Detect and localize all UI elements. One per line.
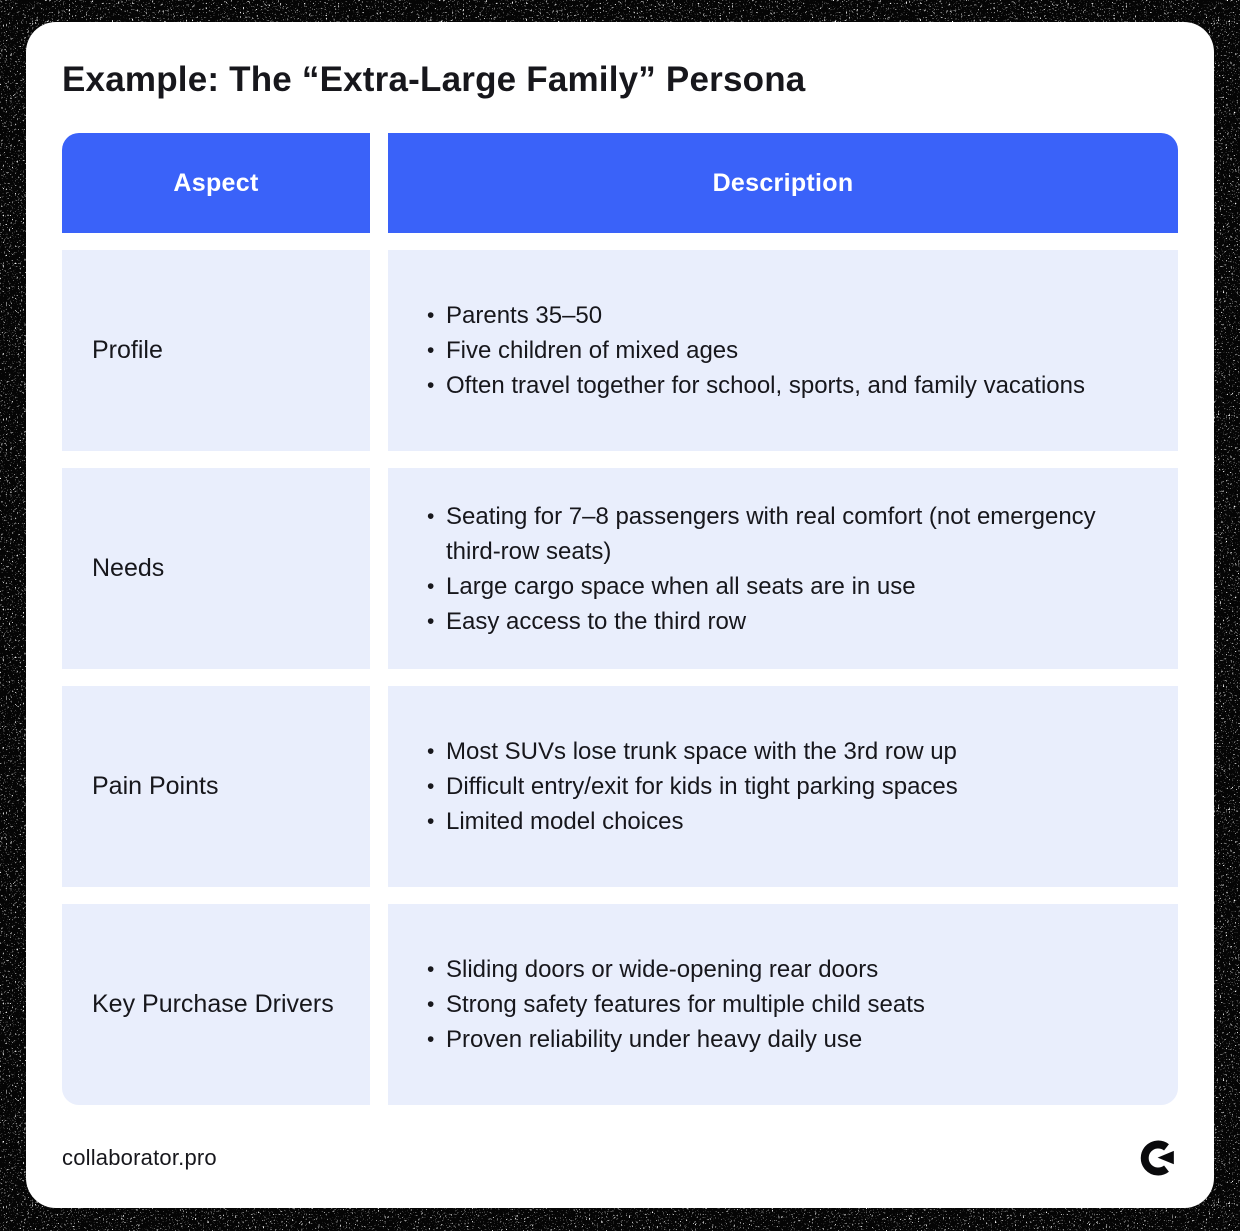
bullet-item: Large cargo space when all seats are in … [426, 569, 1150, 604]
column-header-aspect: Aspect [62, 133, 370, 233]
bullet-item: Limited model choices [426, 804, 1150, 839]
footer: collaborator.pro [62, 1138, 1178, 1178]
bullet-item: Most SUVs lose trunk space with the 3rd … [426, 734, 1150, 769]
aspect-cell-needs: Needs [62, 468, 370, 669]
bullet-item: Difficult entry/exit for kids in tight p… [426, 769, 1150, 804]
description-cell-pain-points: Most SUVs lose trunk space with the 3rd … [388, 686, 1178, 887]
bullet-list: Most SUVs lose trunk space with the 3rd … [426, 734, 1150, 839]
bullet-item: Sliding doors or wide-opening rear doors [426, 952, 1150, 987]
description-cell-key-purchase-drivers: Sliding doors or wide-opening rear doors… [388, 904, 1178, 1105]
aspect-cell-pain-points: Pain Points [62, 686, 370, 887]
bullet-item: Seating for 7–8 passengers with real com… [426, 499, 1150, 569]
card: Example: The “Extra-Large Family” Person… [26, 22, 1214, 1208]
bullet-list: Sliding doors or wide-opening rear doors… [426, 952, 1150, 1057]
bullet-item: Five children of mixed ages [426, 333, 1150, 368]
persona-table: Aspect Description Profile Parents 35–50… [62, 133, 1178, 1105]
bullet-item: Proven reliability under heavy daily use [426, 1022, 1150, 1057]
aspect-cell-profile: Profile [62, 250, 370, 451]
aspect-cell-key-purchase-drivers: Key Purchase Drivers [62, 904, 370, 1105]
collaborator-logo-icon [1140, 1140, 1174, 1176]
bullet-list: Seating for 7–8 passengers with real com… [426, 499, 1150, 639]
bullet-item: Strong safety features for multiple chil… [426, 987, 1150, 1022]
page-title: Example: The “Extra-Large Family” Person… [62, 60, 806, 99]
bullet-list: Parents 35–50 Five children of mixed age… [426, 298, 1150, 403]
bullet-item: Easy access to the third row [426, 604, 1150, 639]
description-cell-needs: Seating for 7–8 passengers with real com… [388, 468, 1178, 669]
bullet-item: Often travel together for school, sports… [426, 368, 1150, 403]
column-header-description: Description [388, 133, 1178, 233]
description-cell-profile: Parents 35–50 Five children of mixed age… [388, 250, 1178, 451]
bullet-item: Parents 35–50 [426, 298, 1150, 333]
brand-text: collaborator.pro [62, 1145, 217, 1170]
